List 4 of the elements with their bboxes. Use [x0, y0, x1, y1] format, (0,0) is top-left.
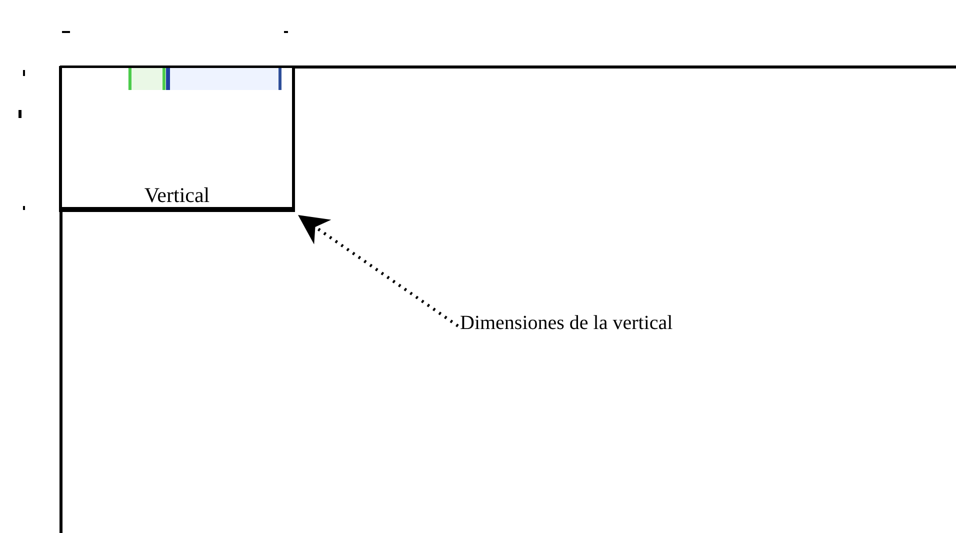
box-label: Vertical — [144, 185, 210, 207]
leader-arrow — [297, 214, 459, 328]
panel-box — [59, 66, 295, 212]
callout-text: Dimensiones de la vertical — [460, 312, 673, 334]
